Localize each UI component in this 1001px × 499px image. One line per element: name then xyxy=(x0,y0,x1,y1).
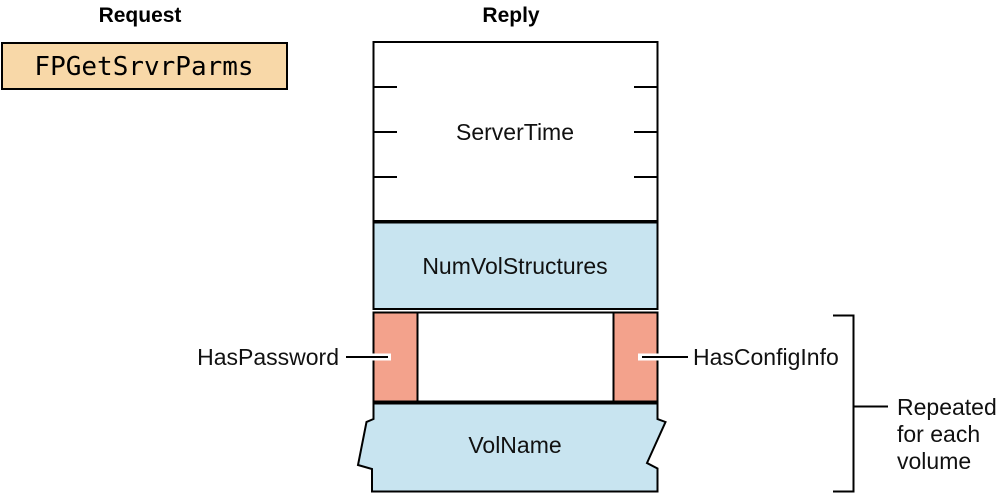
flag-row: HasPassword HasConfigInfo xyxy=(197,311,839,403)
reply-header: Reply xyxy=(482,4,540,27)
repeat-note-line-1: Repeated xyxy=(897,394,997,420)
repeat-note-line-2: for each xyxy=(897,421,980,447)
repeat-annotation: Repeated for each volume xyxy=(833,314,997,493)
volname-torn-box xyxy=(356,402,667,493)
request-column: Request FPGetSrvrParms xyxy=(1,4,288,90)
numvolstructures-cell: NumVolStructures xyxy=(372,221,659,310)
volname-label: VolName xyxy=(468,432,561,458)
request-command-label: FPGetSrvrParms xyxy=(34,52,253,82)
numvolstructures-box xyxy=(372,221,659,310)
repeat-bracket xyxy=(833,314,855,493)
hasconfiginfo-label: HasConfigInfo xyxy=(693,344,839,370)
haspassword-label: HasPassword xyxy=(197,344,339,370)
servertime-label: ServerTime xyxy=(456,119,574,145)
request-header: Request xyxy=(99,4,182,27)
request-command-box xyxy=(1,42,288,90)
repeat-note-line-3: volume xyxy=(897,448,971,474)
servertime-cell: ServerTime xyxy=(372,41,659,222)
flag-row-box xyxy=(372,311,659,403)
numvolstructures-label: NumVolStructures xyxy=(422,253,607,279)
volname-cell: VolName xyxy=(356,402,667,493)
servertime-box xyxy=(372,41,659,222)
reply-column: Reply ServerTime NumVolStructures xyxy=(197,4,839,493)
